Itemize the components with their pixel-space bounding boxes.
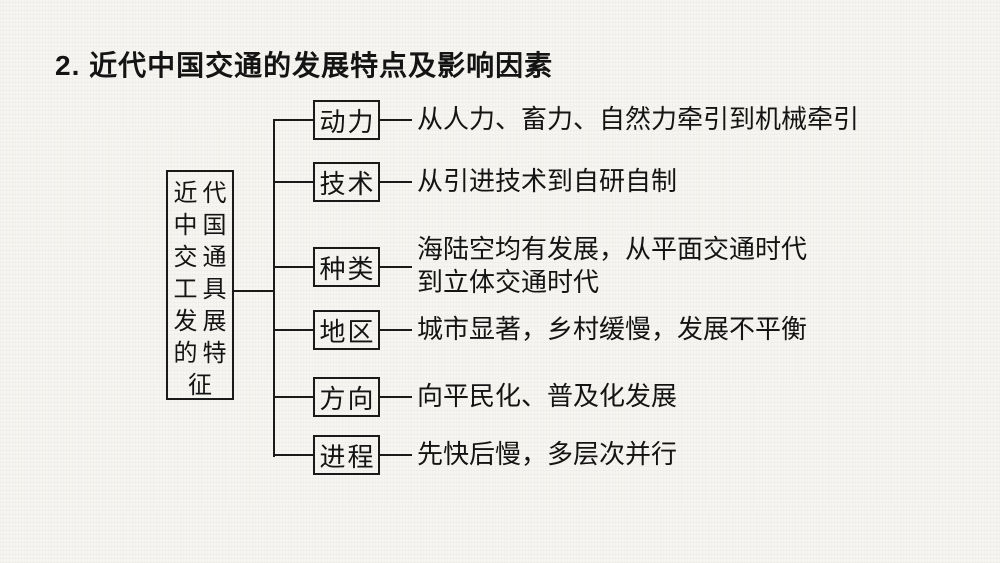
branch-box: 进程 [313, 435, 380, 475]
branch-label: 进程 [319, 442, 376, 473]
branch-label: 动力 [319, 107, 376, 138]
branch-connector-line [273, 396, 313, 398]
root-node-label-line: 发展 [173, 307, 232, 335]
description-line: 海陆空均有发展，从平面交通时代 [417, 235, 808, 265]
root-node-label-line: 工具 [173, 275, 232, 303]
branch-dash-line [380, 329, 412, 331]
branch-description: 城市显著，乡村缓慢，发展不平衡 [417, 314, 807, 347]
root-node-label-line: 近代 [173, 179, 232, 207]
branch-description: 从人力、畜力、自然力牵引到机械牵引 [417, 104, 859, 137]
page-title: 2. 近代中国交通的发展特点及影响因素 [55, 50, 554, 81]
branch-label: 地区 [319, 317, 376, 348]
branch-box: 技术 [313, 162, 380, 202]
description-line: 向平民化、普及化发展 [417, 381, 678, 412]
branch-box: 地区 [313, 310, 380, 350]
branch-label: 技术 [319, 169, 376, 200]
branch-connector-line [273, 454, 313, 456]
branch-description: 先快后慢，多层次并行 [417, 439, 677, 472]
root-node-label-line: 中国 [173, 211, 232, 239]
branch-description: 从引进技术到自研自制 [417, 166, 677, 199]
branch-connector-line [273, 266, 313, 268]
branch-connector-line [273, 329, 313, 331]
branch-description: 海陆空均有发展，从平面交通时代到立体交通时代 [417, 234, 807, 300]
branch-dash-line [380, 454, 412, 456]
description-line: 从人力、畜力、自然力牵引到机械牵引 [417, 104, 860, 135]
branch-connector-line [273, 119, 313, 121]
branch-box: 种类 [313, 247, 380, 287]
branch-label: 种类 [319, 254, 376, 285]
branch-label: 方向 [319, 384, 376, 415]
spine-connector-line [273, 119, 275, 457]
branch-box: 方向 [313, 377, 380, 417]
root-connector-line [232, 290, 275, 292]
root-node-label-line: 的特 [173, 339, 232, 367]
branch-dash-line [380, 119, 412, 121]
root-node-box: 近代 中国 交通 工具 发展 的特 征 [166, 170, 234, 400]
description-line: 从引进技术到自研自制 [417, 166, 678, 197]
description-line: 城市显著，乡村缓慢，发展不平衡 [417, 314, 808, 345]
branch-dash-line [380, 266, 412, 268]
description-line: 到立体交通时代 [417, 268, 600, 298]
root-node-label-line: 征 [188, 371, 217, 399]
branch-dash-line [380, 181, 412, 183]
description-line: 先快后慢，多层次并行 [417, 439, 678, 470]
root-node-label-line: 交通 [173, 243, 232, 271]
branch-description: 向平民化、普及化发展 [417, 381, 677, 414]
branch-box: 动力 [313, 100, 380, 140]
branch-connector-line [273, 181, 313, 183]
branch-dash-line [380, 396, 412, 398]
